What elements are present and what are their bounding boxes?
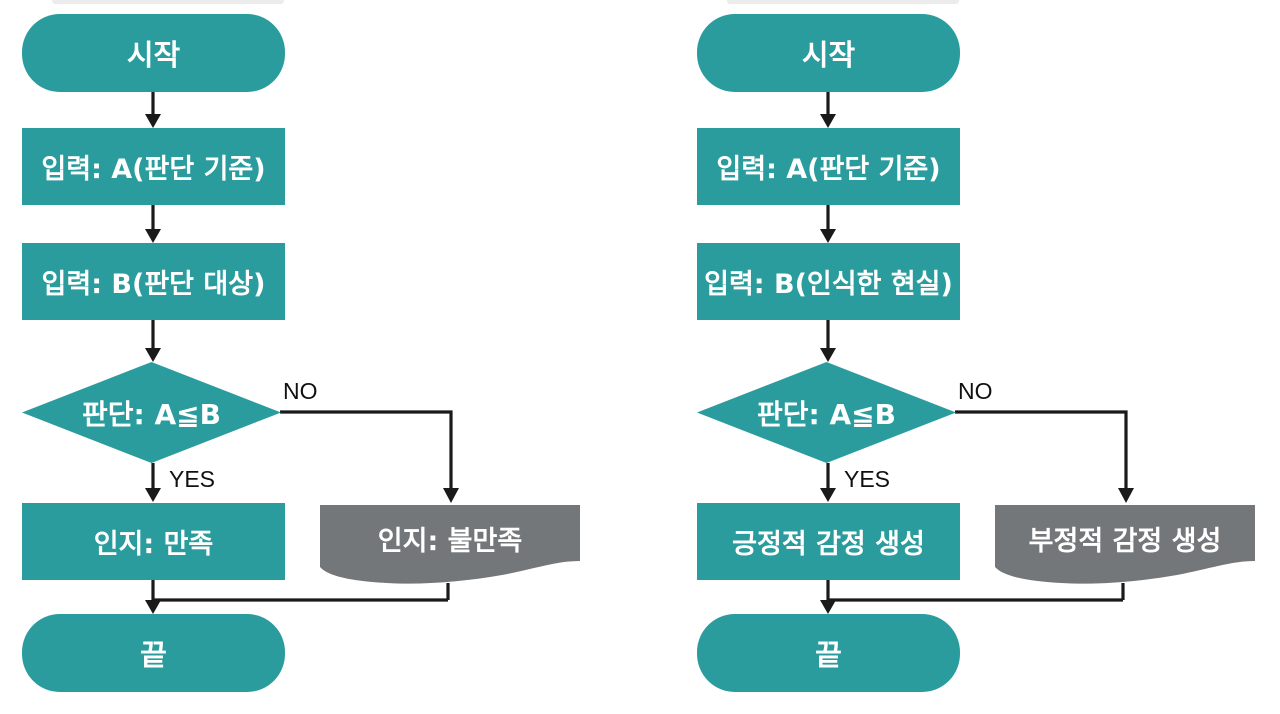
input-a-label: 입력: A(판단 기준) — [41, 154, 266, 185]
flowchart-satisfaction: 시작 입력: A(판단 기준) 입력: B(판단 대상) 판단: A≦B NO … — [22, 0, 582, 714]
decision-node: 판단: A≦B — [697, 362, 956, 463]
start-node: 시작 — [22, 14, 285, 92]
edge-decision-no — [955, 410, 1128, 489]
arrowhead-icon — [145, 488, 161, 502]
document-shape — [995, 505, 1255, 584]
cropped-edge-artifact — [727, 0, 959, 4]
connector-lines — [145, 92, 459, 614]
end-node: 끝 — [697, 614, 960, 692]
start-label: 시작 — [126, 38, 181, 72]
arrowhead-icon — [145, 348, 161, 362]
outcome-no-label: 인지: 불만족 — [377, 525, 523, 557]
outcome-yes-node: 긍정적 감정 생성 — [697, 503, 960, 580]
decision-label: 판단: A≦B — [82, 397, 221, 431]
end-node: 끝 — [22, 614, 285, 692]
end-label: 끝 — [140, 638, 167, 672]
arrowhead-icon — [145, 229, 161, 243]
decision-node: 판단: A≦B — [22, 362, 281, 463]
input-b-node: 입력: B(인식한 현실) — [697, 243, 960, 320]
no-branch-label: NO — [283, 378, 318, 404]
input-a-node: 입력: A(판단 기준) — [697, 128, 960, 205]
connector-lines — [820, 92, 1134, 614]
outcome-no-node: 인지: 불만족 — [320, 505, 580, 589]
input-a-node: 입력: A(판단 기준) — [22, 128, 285, 205]
yes-branch-label: YES — [844, 466, 891, 492]
start-node: 시작 — [697, 14, 960, 92]
input-a-label: 입력: A(판단 기준) — [716, 154, 941, 185]
outcome-yes-label: 긍정적 감정 생성 — [732, 529, 925, 560]
flowchart-emotion: 시작 입력: A(판단 기준) 입력: B(인식한 현실) 판단: A≦B NO… — [697, 0, 1257, 714]
outcome-yes-node: 인지: 만족 — [22, 503, 285, 580]
input-b-label: 입력: B(인식한 현실) — [704, 269, 953, 300]
start-label: 시작 — [801, 38, 856, 72]
arrowhead-icon — [820, 488, 836, 502]
no-branch-label: NO — [958, 378, 993, 404]
outcome-no-label: 부정적 감정 생성 — [1028, 525, 1222, 557]
arrowhead-icon — [820, 600, 836, 614]
document-shape — [320, 505, 580, 584]
arrowhead-icon — [820, 114, 836, 128]
arrowhead-icon — [145, 600, 161, 614]
input-b-label: 입력: B(판단 대상) — [41, 269, 266, 300]
cropped-edge-artifact — [52, 0, 284, 4]
outcome-no-node: 부정적 감정 생성 — [995, 505, 1255, 589]
input-b-node: 입력: B(판단 대상) — [22, 243, 285, 320]
arrowhead-icon — [1118, 488, 1134, 503]
arrowhead-icon — [145, 114, 161, 128]
arrowhead-icon — [820, 229, 836, 243]
end-label: 끝 — [815, 638, 842, 672]
decision-label: 판단: A≦B — [757, 397, 896, 431]
arrowhead-icon — [443, 488, 459, 503]
edge-decision-no — [280, 410, 453, 489]
yes-branch-label: YES — [169, 466, 216, 492]
arrowhead-icon — [820, 348, 836, 362]
outcome-yes-label: 인지: 만족 — [93, 529, 214, 560]
